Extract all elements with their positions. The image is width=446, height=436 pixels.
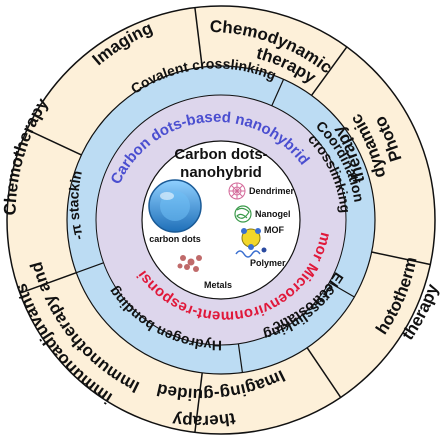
metals-label: Metals bbox=[204, 280, 232, 290]
polymer-icon bbox=[235, 247, 267, 258]
dendrimer-label: Dendrimer bbox=[249, 186, 295, 196]
carbon-dot-icon bbox=[148, 179, 202, 233]
nanogel-icon bbox=[234, 205, 252, 223]
carbon-dots-label: carbon dots bbox=[149, 234, 201, 244]
metals-icon bbox=[177, 255, 202, 272]
svg-text:therapy: therapy bbox=[171, 409, 237, 431]
core-title-line1: Carbon dots- bbox=[174, 146, 267, 163]
outer-ring-dividers bbox=[19, 7, 431, 433]
polymer-label: Polymer bbox=[250, 258, 286, 268]
middle-ring-dividers bbox=[76, 79, 355, 373]
core-title-line2: nanohybrid bbox=[180, 164, 262, 181]
mof-label: MOF bbox=[264, 225, 284, 235]
mof-icon bbox=[241, 228, 261, 250]
label-imaging-guided-line2: therapy bbox=[171, 409, 237, 431]
nanogel-label: Nanogel bbox=[255, 209, 291, 219]
dendrimer-icon bbox=[228, 182, 246, 200]
